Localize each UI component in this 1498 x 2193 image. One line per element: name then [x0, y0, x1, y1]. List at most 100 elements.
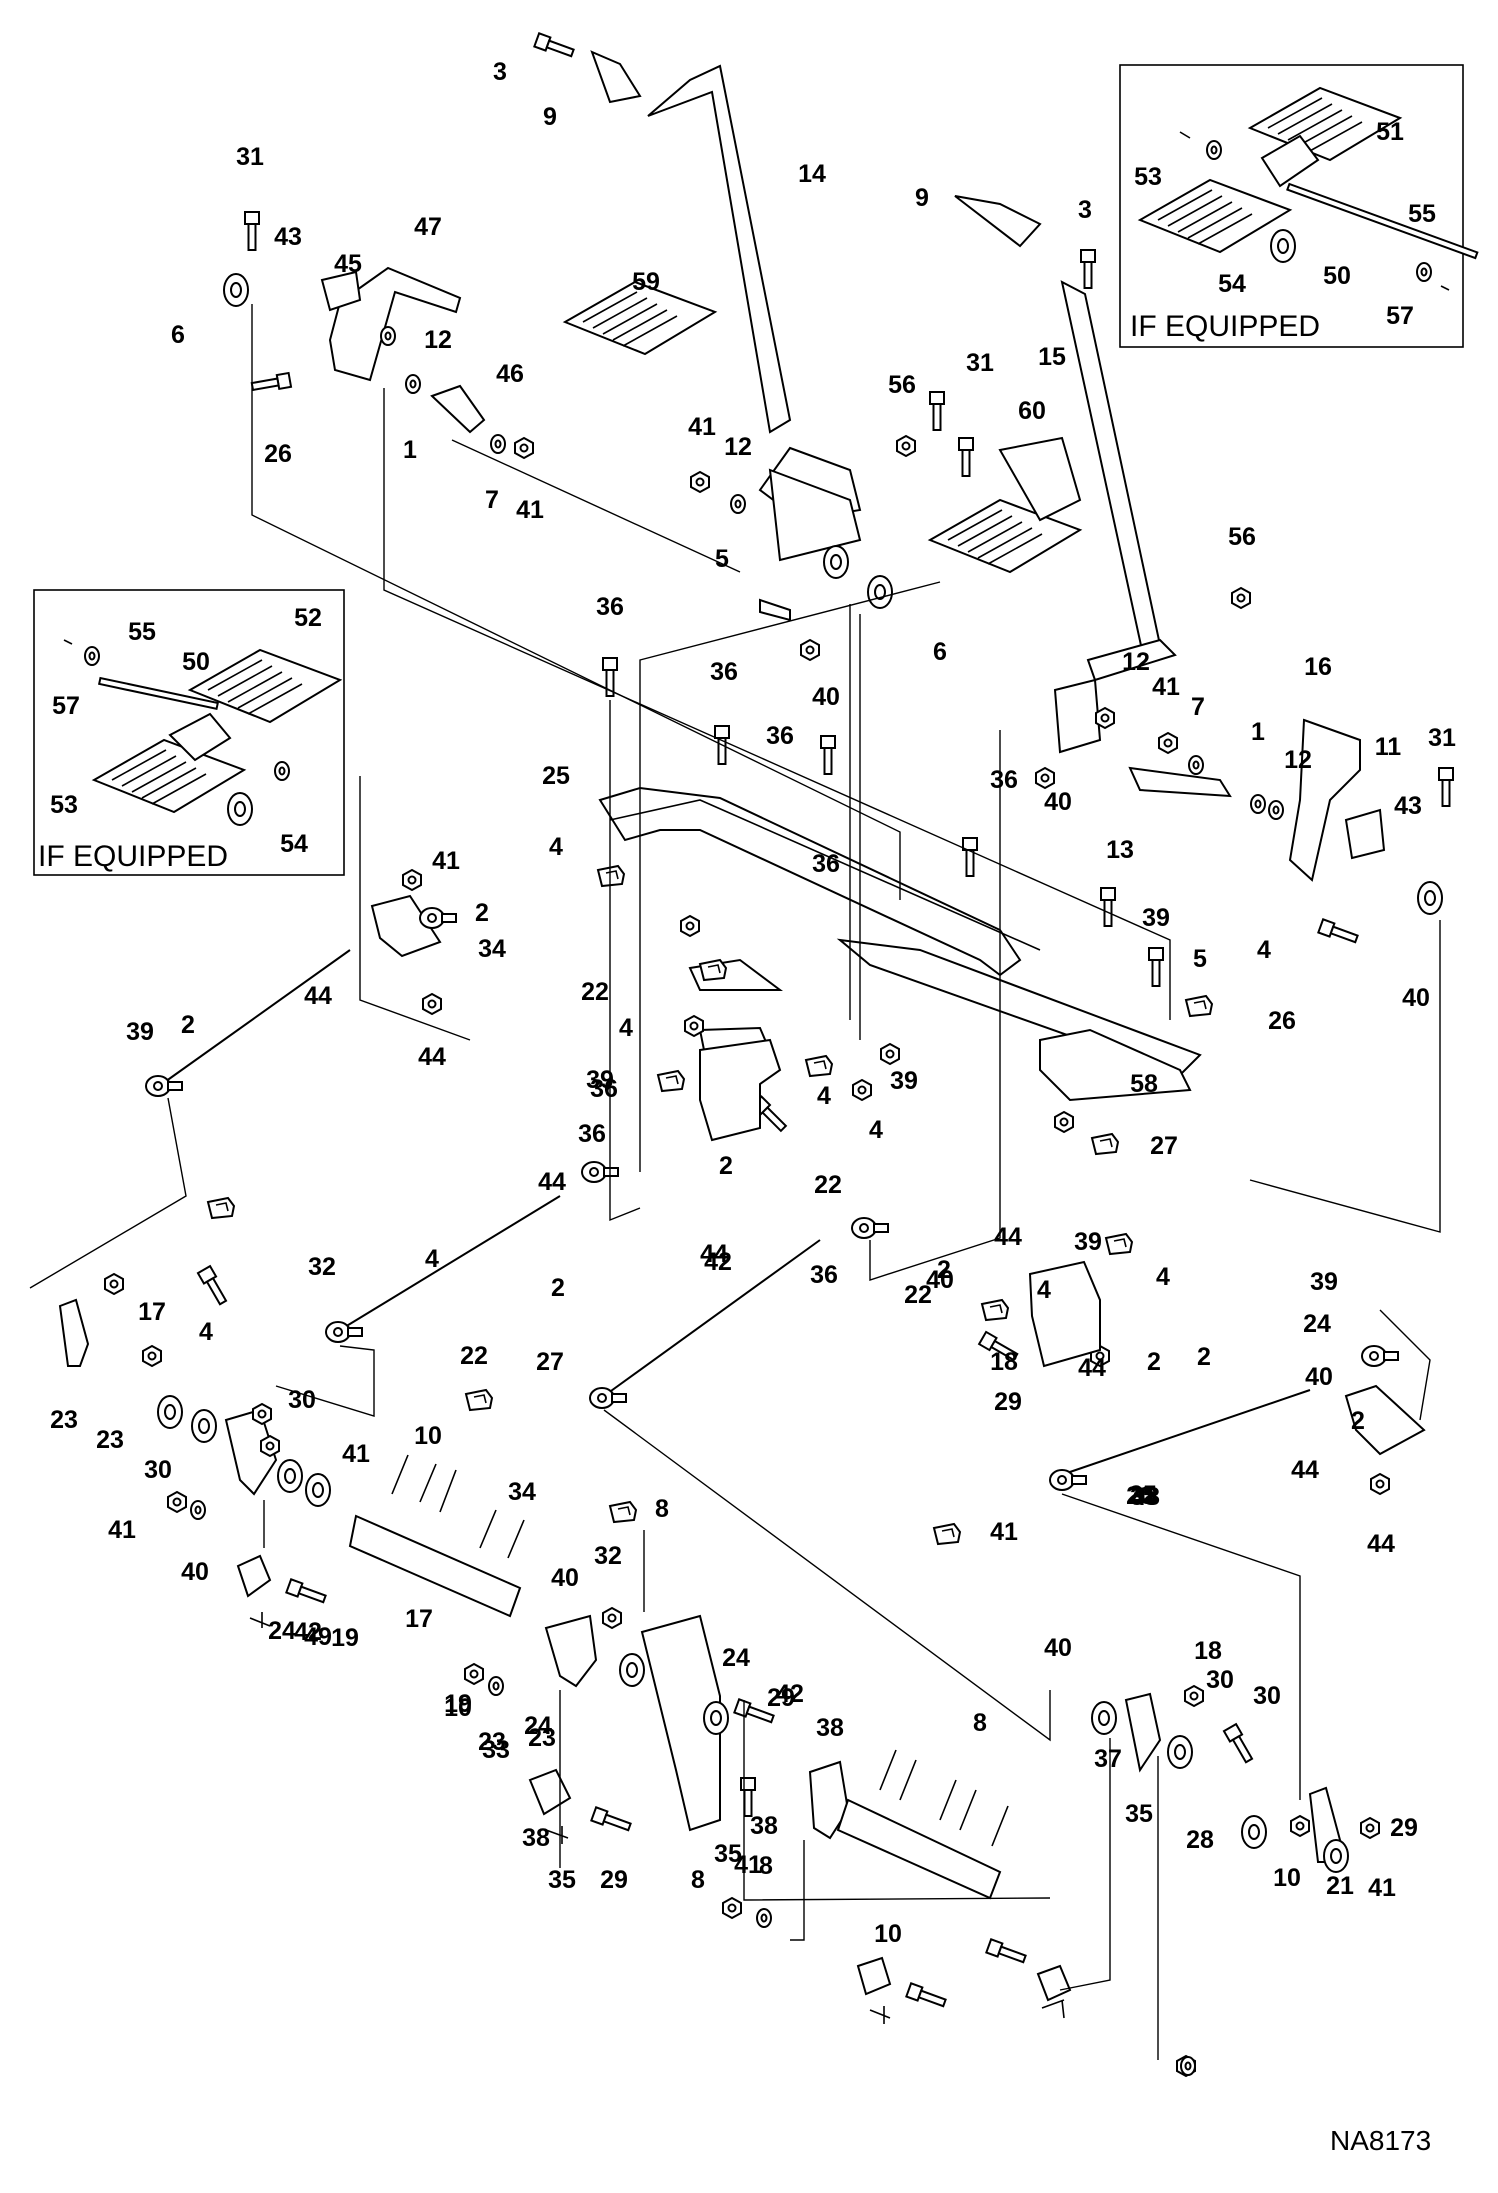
- callout-42: 42: [294, 1618, 322, 1646]
- callout-56: 56: [888, 371, 916, 399]
- inset-left: [33, 589, 345, 876]
- callout-4: 4: [619, 1014, 633, 1042]
- callout-48: 48: [1132, 1483, 1160, 1511]
- callout-4: 4: [199, 1318, 213, 1346]
- callout-38: 38: [522, 1824, 550, 1852]
- inset-right-callout-54: 54: [1218, 270, 1246, 298]
- lower-left-linkage: [58, 1265, 525, 1618]
- callout-39: 39: [586, 1066, 614, 1094]
- callout-32: 32: [308, 1253, 336, 1281]
- nut-41-left: [514, 437, 534, 459]
- inset-right-callout-55: 55: [1408, 200, 1436, 228]
- callout-44: 44: [538, 1168, 566, 1196]
- inset-right-washer-2: [1416, 262, 1432, 282]
- callout-35: 35: [714, 1840, 742, 1868]
- callout-31: 31: [1428, 724, 1456, 752]
- drawing-code: NA8173: [1330, 2125, 1431, 2156]
- callout-36: 36: [578, 1120, 606, 1148]
- nut-39-b: [684, 1015, 704, 1037]
- clip-4-i: [981, 1299, 1009, 1321]
- nut-40-d: [252, 1403, 272, 1425]
- callout-24: 24: [722, 1644, 750, 1672]
- inset-left-bushing: [227, 792, 253, 826]
- inset-left-callout-52: 52: [294, 604, 322, 632]
- callout-4: 4: [1037, 1276, 1051, 1304]
- rodend-2-d: [581, 1161, 619, 1183]
- callout-4: 4: [817, 1082, 831, 1110]
- callout-30: 30: [1206, 1666, 1234, 1694]
- callout-33: 33: [482, 1736, 510, 1764]
- callout-41: 41: [990, 1518, 1018, 1546]
- inset-left-washer-2: [274, 761, 290, 781]
- callout-36: 36: [590, 1075, 618, 1103]
- rodend-2-a: [145, 1075, 183, 1097]
- callout-38: 38: [750, 1812, 778, 1840]
- callout-6: 6: [933, 638, 947, 666]
- callout-13: 13: [1106, 836, 1134, 864]
- callout-37: 37: [1094, 1745, 1122, 1773]
- bolt-31-left: [244, 211, 260, 251]
- callout-56: 56: [1228, 523, 1256, 551]
- bolt-26-right: [1317, 918, 1360, 947]
- nut-40-e: [260, 1435, 280, 1457]
- nut-41-bracket-34-left: [402, 869, 422, 891]
- washer-7-left: [490, 434, 506, 454]
- callout-18: 18: [1194, 1637, 1222, 1665]
- callout-31: 31: [966, 349, 994, 377]
- callout-19: 19: [331, 1624, 359, 1652]
- bushing-23-c: [305, 1473, 331, 1507]
- inset-right-note: IF EQUIPPED: [1130, 310, 1320, 343]
- nut-41-a: [167, 1491, 187, 1513]
- callout-36: 36: [596, 593, 624, 621]
- callout-22: 22: [460, 1342, 488, 1370]
- callout-5: 5: [715, 545, 729, 573]
- callout-4: 4: [1156, 1263, 1170, 1291]
- callout-2: 2: [719, 1152, 733, 1180]
- clip-4-g: [207, 1197, 235, 1219]
- lower-center-linkage: [464, 1607, 776, 1835]
- bolt-38-d: [985, 1938, 1028, 1967]
- callout-44: 44: [994, 1223, 1022, 1251]
- callout-3: 3: [1078, 196, 1092, 224]
- callout-3: 3: [493, 58, 507, 86]
- center-upper-bracket: [690, 391, 1251, 661]
- nut-42-a: [142, 1345, 162, 1367]
- callout-41: 41: [516, 496, 544, 524]
- callout-20: 20: [1126, 1482, 1154, 1510]
- callout-60: 60: [1018, 397, 1046, 425]
- callout-27: 27: [536, 1348, 564, 1376]
- inset-left-washer: [84, 646, 100, 666]
- bushing-23-e: [1167, 1735, 1193, 1769]
- callout-12: 12: [1122, 648, 1150, 676]
- callout-25: 25: [542, 762, 570, 790]
- callout-34: 34: [508, 1478, 536, 1506]
- callout-23: 23: [478, 1728, 506, 1756]
- callout-17: 17: [405, 1605, 433, 1633]
- callout-12: 12: [1284, 746, 1312, 774]
- callout-4: 4: [549, 833, 563, 861]
- inset-right-callout-53: 53: [1134, 163, 1162, 191]
- callout-41: 41: [734, 1851, 762, 1879]
- nut-39-d: [852, 1079, 872, 1101]
- inset-right-washer: [1206, 140, 1222, 160]
- callout-28: 28: [1186, 1826, 1214, 1854]
- clip-48: [609, 1501, 637, 1523]
- nut-42-b: [602, 1607, 622, 1629]
- bolt-26-left: [250, 372, 293, 395]
- nut-12-right: [1095, 707, 1115, 729]
- brackets-27: [699, 1038, 1101, 1368]
- callout-11: 11: [1375, 733, 1402, 761]
- callout-32: 32: [594, 1542, 622, 1570]
- callout-2: 2: [1197, 1343, 1211, 1371]
- callout-23: 23: [96, 1426, 124, 1454]
- callout-6: 6: [171, 321, 185, 349]
- callout-7: 7: [485, 486, 499, 514]
- callout-22: 22: [814, 1171, 842, 1199]
- callout-17: 17: [138, 1298, 166, 1326]
- inset-left-callout-53: 53: [50, 791, 78, 819]
- nut-39-e: [1054, 1111, 1074, 1133]
- callout-59: 59: [632, 268, 660, 296]
- callout-18: 18: [990, 1348, 1018, 1376]
- callout-2: 2: [181, 1011, 195, 1039]
- callout-2: 2: [1147, 1348, 1161, 1376]
